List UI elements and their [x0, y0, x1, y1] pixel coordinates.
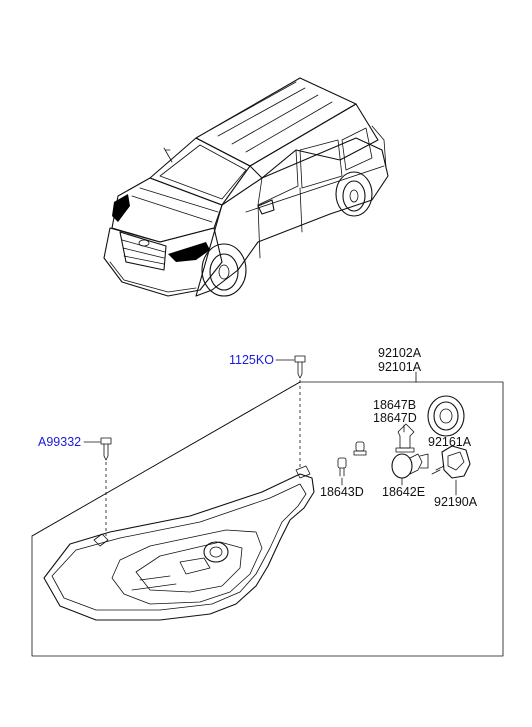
screw-1125ko: [294, 355, 306, 468]
cap-92161a: [427, 395, 465, 437]
callout-1125ko[interactable]: 1125KO: [229, 353, 274, 367]
bulb-18647b: [353, 423, 415, 456]
callout-92102a[interactable]: 92102A: [378, 346, 422, 360]
callout-18643d[interactable]: 18643D: [320, 485, 364, 499]
callout-labels: 1125KO 92102A 92101A 18647B 18647D 92161…: [38, 346, 478, 509]
fasteners-and-bulbs: [100, 355, 471, 536]
bulb-18643d: [337, 457, 347, 477]
bulb-18642e: [391, 453, 429, 479]
callout-92161a[interactable]: 92161A: [428, 435, 472, 449]
callout-a99332[interactable]: A99332: [38, 435, 81, 449]
headlamp-assembly: [43, 465, 315, 621]
callout-18647b[interactable]: 18647B: [373, 398, 416, 412]
callout-18647d[interactable]: 18647D: [373, 411, 417, 425]
callout-18642e[interactable]: 18642E: [382, 485, 425, 499]
socket-92190a: [431, 445, 471, 479]
callout-92101a[interactable]: 92101A: [378, 360, 422, 374]
assembly-frame: [31, 371, 504, 657]
vehicle-illustration: [103, 77, 389, 297]
screw-a99332: [100, 437, 112, 536]
callout-92190a[interactable]: 92190A: [434, 495, 478, 509]
